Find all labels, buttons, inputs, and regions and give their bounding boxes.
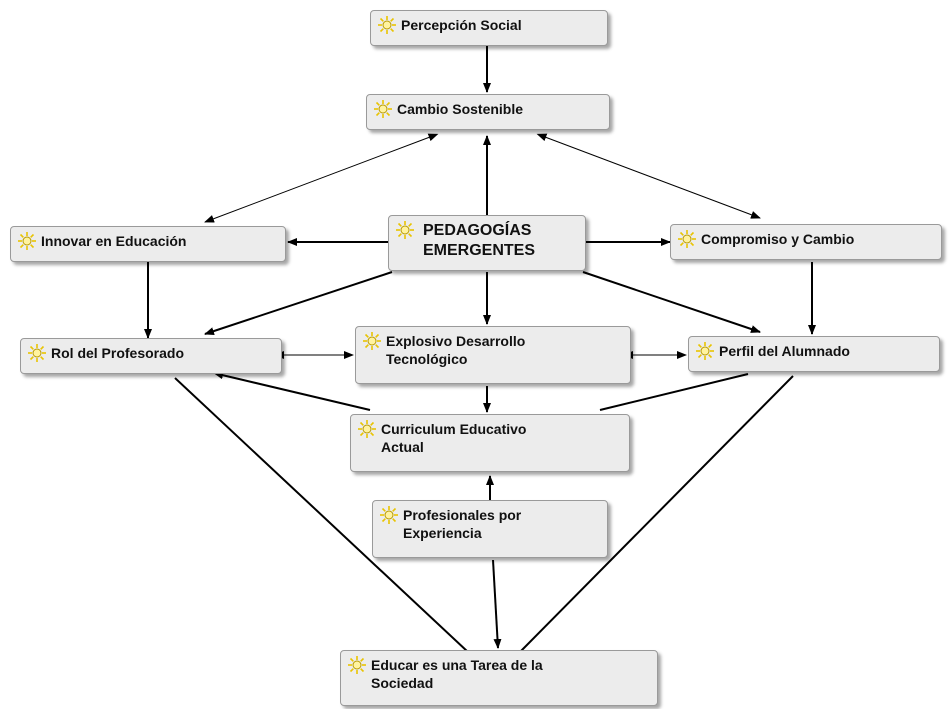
- edge-perfil-curriculum: [599, 373, 749, 411]
- sun-icon: [374, 100, 392, 118]
- node-label-line1: Curriculum Educativo: [381, 421, 527, 437]
- sun-icon: [363, 332, 381, 350]
- edge-rol-educar: [174, 377, 469, 653]
- node-label-line2: EMERGENTES: [423, 242, 536, 259]
- node-innovar-educacion[interactable]: Innovar en Educación: [10, 226, 286, 262]
- sun-icon: [18, 232, 36, 250]
- node-label: Percepción Social: [401, 17, 522, 33]
- edge-pedagogias-perfil: [582, 271, 761, 333]
- node-label: Rol del Profesorado: [51, 345, 185, 361]
- edge-pedagogias-rol: [204, 271, 393, 335]
- node-label-line1: PEDAGOGÍAS: [423, 222, 532, 239]
- edge-cambio-compromiso: [536, 133, 761, 219]
- edge-rol-curriculum: [213, 371, 371, 411]
- node-label: Innovar en Educación: [41, 233, 187, 249]
- node-pedagogias-emergentes[interactable]: PEDAGOGÍAS EMERGENTES: [388, 215, 586, 271]
- sun-icon: [696, 342, 714, 360]
- node-educar-sociedad[interactable]: Educar es una Tarea de la Sociedad: [340, 650, 658, 706]
- node-label: Perfil del Alumnado: [719, 343, 850, 359]
- node-label-line2: Experiencia: [403, 525, 482, 541]
- node-label: Compromiso y Cambio: [701, 231, 855, 247]
- edge-perfil-educar: [519, 375, 794, 653]
- node-rol-profesorado[interactable]: Rol del Profesorado: [20, 338, 282, 374]
- node-label-line1: Educar es una Tarea de la: [371, 657, 543, 673]
- node-perfil-alumnado[interactable]: Perfil del Alumnado: [688, 336, 940, 372]
- edge-profesionales-educar: [492, 559, 502, 649]
- node-curriculum-educativo[interactable]: Curriculum Educativo Actual: [350, 414, 630, 472]
- sun-icon: [358, 420, 376, 438]
- node-label: Cambio Sostenible: [397, 101, 524, 117]
- sun-icon: [396, 221, 414, 239]
- node-explosivo-desarrollo[interactable]: Explosivo Desarrollo Tecnológico: [355, 326, 631, 384]
- sun-icon: [678, 230, 696, 248]
- node-compromiso-cambio[interactable]: Compromiso y Cambio: [670, 224, 942, 260]
- node-label-line1: Profesionales por: [403, 507, 522, 523]
- edge-cambio-innovar: [204, 133, 439, 223]
- node-profesionales-experiencia[interactable]: Profesionales por Experiencia: [372, 500, 608, 558]
- node-label-line2: Sociedad: [371, 675, 434, 691]
- sun-icon: [348, 656, 366, 674]
- sun-icon: [378, 16, 396, 34]
- sun-icon: [28, 344, 46, 362]
- node-percepcion-social[interactable]: Percepción Social: [370, 10, 608, 46]
- node-label-line2: Actual: [381, 439, 424, 455]
- node-cambio-sostenible[interactable]: Cambio Sostenible: [366, 94, 610, 130]
- sun-icon: [380, 506, 398, 524]
- node-label-line1: Explosivo Desarrollo: [386, 333, 526, 349]
- node-label-line2: Tecnológico: [386, 351, 468, 367]
